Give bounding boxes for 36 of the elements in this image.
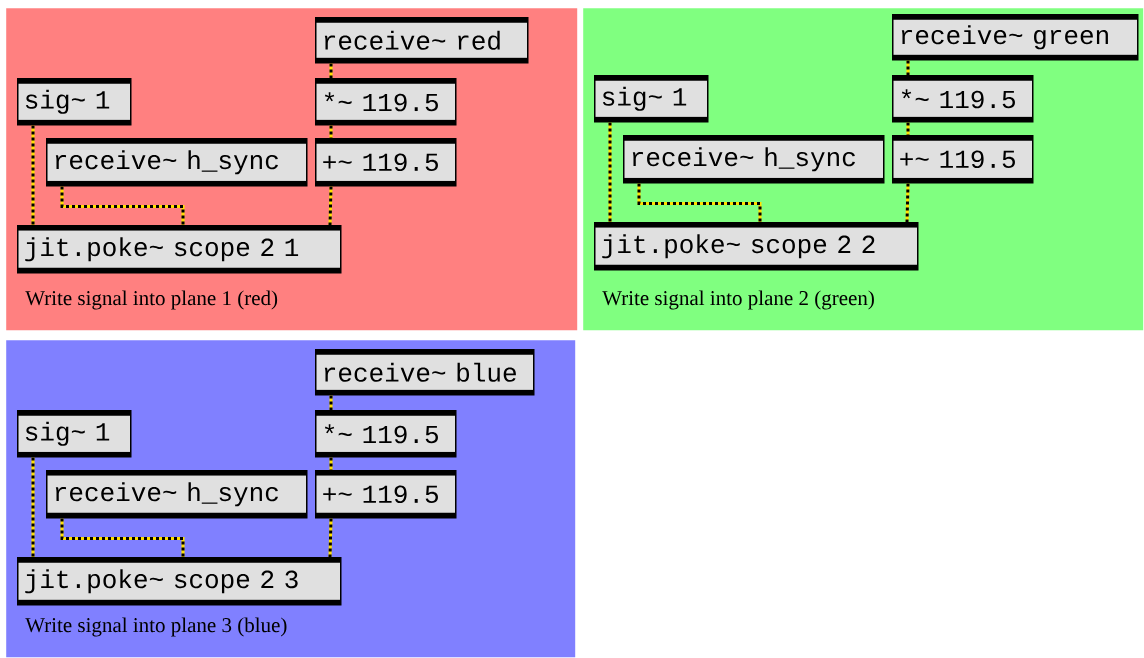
patch-cord: [328, 518, 333, 558]
object-box: +~ 119.5: [315, 470, 457, 519]
patch-cord: [329, 63, 333, 78]
patch-cord: [31, 125, 35, 225]
caption-text: Write signal into plane 3 (blue): [25, 617, 287, 637]
object-box: receive~ h_sync: [46, 470, 308, 519]
object-box: receive~ green: [892, 14, 1139, 61]
object-box: jit.poke~ scope 2 1: [17, 225, 342, 274]
patch-cord: [329, 457, 333, 470]
object-box: *~ 119.5: [315, 410, 457, 458]
patch-cord: [905, 183, 910, 223]
patch-cord: [60, 518, 185, 557]
object-box: receive~ h_sync: [623, 135, 885, 184]
patch-cord: [329, 125, 333, 138]
patch-cord: [328, 186, 333, 226]
patch-cord: [637, 183, 762, 222]
object-box: jit.poke~ scope 2 2: [594, 222, 919, 271]
patch-cord: [608, 122, 612, 222]
patch-cord: [906, 122, 910, 135]
object-box: +~ 119.5: [892, 135, 1034, 184]
object-box: sig~ 1: [17, 410, 132, 458]
object-box: sig~ 1: [594, 75, 709, 123]
object-box: receive~ blue: [315, 349, 535, 396]
patch-cord: [906, 60, 910, 75]
caption-text: Write signal into plane 1 (red): [25, 290, 278, 310]
object-box: +~ 119.5: [315, 138, 457, 187]
patch-cord: [329, 395, 333, 410]
object-box: receive~ red: [315, 17, 529, 64]
object-box: sig~ 1: [17, 78, 132, 126]
object-box: *~ 119.5: [315, 78, 457, 126]
object-box: jit.poke~ scope 2 3: [17, 557, 342, 606]
patch-cord: [60, 186, 185, 225]
patch-cord: [31, 457, 35, 557]
caption-text: Write signal into plane 2 (green): [602, 290, 874, 310]
object-box: receive~ h_sync: [46, 138, 308, 187]
object-box: *~ 119.5: [892, 75, 1034, 123]
